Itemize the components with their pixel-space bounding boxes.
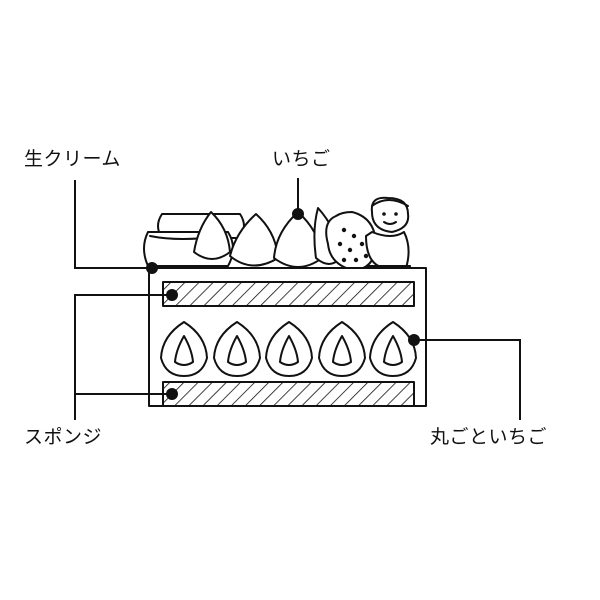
sponge-layer-top — [162, 281, 415, 307]
callout-line-sponge-top — [74, 294, 172, 395]
callout-dot-cream — [146, 262, 158, 274]
whole-strawberry-2 — [213, 321, 261, 377]
sponge-layer-bottom — [162, 381, 415, 407]
callout-line-whole-strawberry — [414, 339, 521, 420]
whole-strawberry-3 — [265, 321, 313, 377]
label-strawberry: いちご — [272, 148, 331, 170]
callout-dot-strawberry — [292, 208, 304, 220]
label-fresh-cream: 生クリーム — [24, 148, 121, 170]
whole-strawberry-1 — [160, 321, 208, 377]
whole-strawberry-4 — [318, 321, 366, 377]
label-sponge: スポンジ — [24, 426, 103, 448]
callout-dot-sponge-bottom — [166, 388, 178, 400]
label-whole-strawberry: 丸ごといちご — [430, 426, 548, 448]
strawberry-top-1 — [193, 211, 231, 260]
callout-dot-whole-strawberry — [408, 334, 420, 346]
strawberry-top-2 — [229, 213, 279, 267]
callout-dot-sponge-top — [166, 289, 178, 301]
callout-line-cream — [74, 180, 152, 269]
santa-decoration — [325, 196, 411, 273]
cream-swirl-top — [143, 213, 245, 267]
